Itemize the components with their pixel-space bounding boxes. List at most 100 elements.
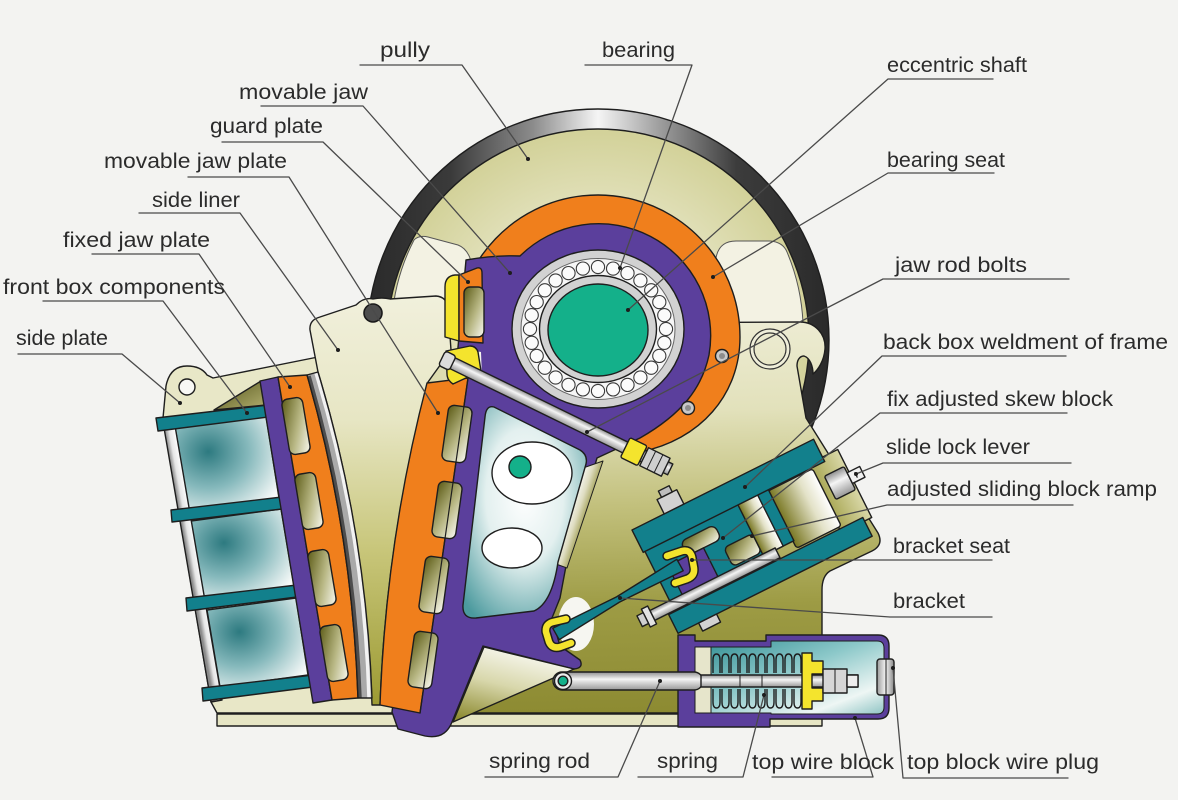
o-ring-outer <box>749 328 791 370</box>
leader-tip-bracket-seat <box>690 558 694 562</box>
bearing-ball <box>658 321 674 337</box>
bearing-ball <box>605 261 621 276</box>
slide-bar-nut <box>636 612 650 628</box>
fixed-jaw-plate-slot <box>281 396 311 456</box>
leader-fix-adjusted-skew-block <box>722 412 1068 539</box>
leader-movable-jaw-plate <box>187 176 439 414</box>
leader-slide-lock-lever <box>855 462 1072 475</box>
bearing-ball <box>561 265 576 281</box>
bearing-ball <box>561 377 576 393</box>
bearing-ball <box>575 382 591 397</box>
bearing-ball <box>537 360 552 375</box>
movable-jaw-plate <box>379 377 473 714</box>
label-spring: spring <box>657 750 718 773</box>
leader-tip-fixed-jaw-plate <box>288 385 292 389</box>
bearing-ball <box>548 370 563 385</box>
guard-plate <box>444 274 460 342</box>
leader-tip-front-box-components <box>245 411 249 415</box>
spring-washer <box>801 652 824 710</box>
leader-tip-side-liner <box>336 348 340 352</box>
leader-tip-fix-adjusted-skew-block <box>721 536 725 540</box>
callout-labels: pully bearing movable jaw guard plate mo… <box>3 39 1168 774</box>
leader-bearing-seat <box>712 172 995 278</box>
leader-adjusted-sliding-block-ramp <box>751 504 1074 537</box>
jaw-rod-head <box>438 351 456 371</box>
leader-fixed-jaw-plate <box>91 253 291 388</box>
bearing-ball <box>652 348 667 364</box>
leader-front-box-components <box>42 300 248 414</box>
label-movable-jaw: movable jaw <box>239 81 369 104</box>
label-fixed-jaw-plate: fixed jaw plate <box>63 229 210 252</box>
leader-bearing <box>584 64 693 269</box>
bracket-group <box>541 545 699 653</box>
leader-pully <box>359 64 529 160</box>
leader-side-plate <box>17 353 181 404</box>
leader-tip-eccentric-shaft <box>626 308 630 312</box>
bearing-seat-bolt-core <box>685 405 691 411</box>
spring-assembly <box>552 634 895 728</box>
leader-movable-jaw <box>260 105 511 274</box>
window-pin <box>508 455 532 479</box>
bearing-ball <box>590 259 606 275</box>
frame-o-ring <box>749 328 791 370</box>
bearing-ball <box>524 308 539 323</box>
guard-plate-slot <box>463 286 485 338</box>
leader-tip-bearing-seat <box>711 275 715 279</box>
bearing-ball <box>529 348 544 364</box>
window-lower-opening <box>481 527 543 569</box>
leader-tip-bearing <box>618 266 622 270</box>
leader-tip-side-plate <box>178 401 182 405</box>
leader-top-block-wire-plug <box>892 667 1069 779</box>
o-ring-body <box>750 329 790 369</box>
label-adjusted-sliding-block-ramp: adjusted sliding block ramp <box>887 478 1157 501</box>
bearing-ball <box>657 308 672 323</box>
o-ring-inner <box>753 332 787 366</box>
leader-jaw-rod-bolts <box>586 278 1070 433</box>
bearing-seat-bolt-core <box>719 353 725 359</box>
movable-jaw-plate-slot <box>431 480 463 540</box>
bearing-ball <box>522 321 538 337</box>
label-slide-lock-lever: slide lock lever <box>886 436 1030 459</box>
leader-tip-jaw-rod-bolts <box>585 430 589 434</box>
label-bracket-seat: bracket seat <box>893 535 1010 558</box>
bearing-ball <box>620 265 635 281</box>
bearing-ball <box>633 370 648 385</box>
leader-eccentric-shaft <box>627 78 994 311</box>
base-plate <box>216 713 823 727</box>
label-top-wire-block: top wire block <box>752 751 895 774</box>
spring-upper-coils <box>712 653 802 673</box>
label-spring-rod: spring rod <box>489 750 590 773</box>
side-plate-lug-hole <box>178 378 196 396</box>
leader-tip-bracket <box>618 596 622 600</box>
bracket-seat-lower-plate <box>667 516 873 635</box>
side-liner-edge-outline <box>306 371 373 699</box>
lower-plate-nut <box>697 613 722 632</box>
leader-spring <box>637 694 765 778</box>
movable-jaw-plate-slot <box>407 630 439 690</box>
label-jaw-rod-bolts: jaw rod bolts <box>894 254 1027 277</box>
side-liner-edge-shadow <box>307 375 362 699</box>
label-bearing-seat: bearing seat <box>887 149 1005 172</box>
fixed-jaw-plate <box>277 374 359 701</box>
leader-tip-spring <box>762 693 766 697</box>
leader-side-liner <box>138 212 339 351</box>
spring-lower-coils <box>712 689 802 709</box>
leader-tip-back-box-weldment <box>743 485 747 489</box>
label-bracket: bracket <box>893 590 965 613</box>
label-guard-plate: guard plate <box>210 115 323 138</box>
bearing-ball <box>644 360 659 375</box>
leader-lines <box>17 64 1074 779</box>
spring-rod-tip <box>846 674 859 688</box>
label-top-block-wire-plug: top block wire plug <box>907 751 1099 774</box>
jaw-rod-nut-face <box>653 454 664 473</box>
bearing-seat-bolts <box>680 348 730 416</box>
bearing-ball <box>633 273 648 288</box>
bearing <box>511 249 685 409</box>
eccentric-shaft <box>547 283 649 377</box>
movable-jaw-plate-slot <box>418 555 450 615</box>
leader-tip-adjusted-sliding-block-ramp <box>750 534 754 538</box>
label-bearing: bearing <box>602 39 675 62</box>
bearing-ball <box>529 294 544 310</box>
leader-tip-spring-rod <box>658 679 662 683</box>
bearing-ball <box>575 261 591 276</box>
